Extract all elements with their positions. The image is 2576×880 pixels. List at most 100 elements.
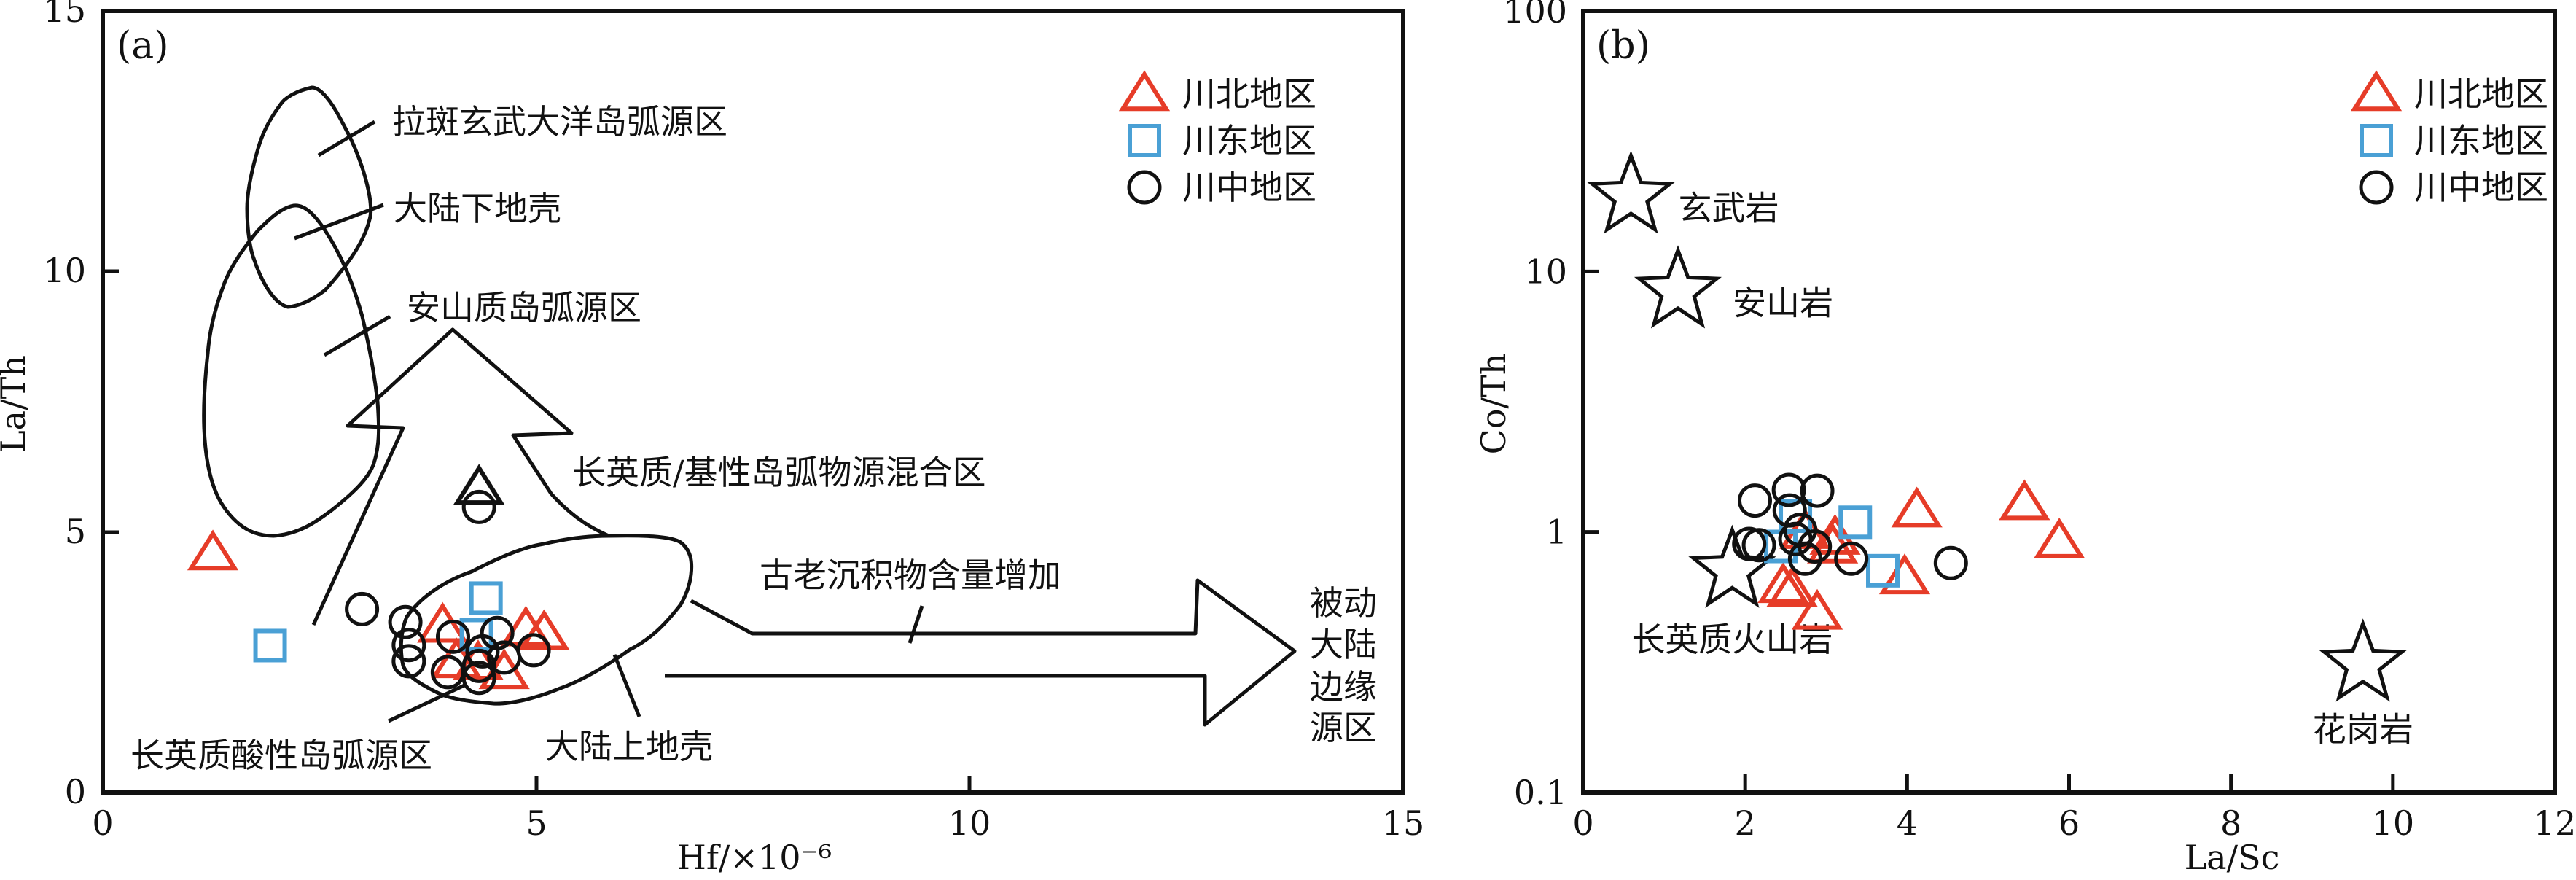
data-point-circle	[1800, 473, 1835, 508]
data-point-circle	[461, 489, 496, 524]
star-marker	[1688, 524, 1776, 608]
data-point-square	[253, 628, 287, 663]
panel-a: 0 5 10 15 0 5 10 15 Hf/×10⁻⁶ La/Th (a) 拉…	[0, 0, 1424, 877]
data-points-a	[187, 464, 570, 696]
leader-line	[323, 314, 391, 357]
x-axis-label: La/Sc	[2185, 838, 2280, 877]
data-point-circle	[1834, 541, 1869, 576]
plot-frame-a	[101, 9, 1405, 795]
reference-label: 玄武岩	[1679, 188, 1779, 227]
y-tick-label: 1	[1546, 513, 1567, 552]
leader-line	[317, 120, 376, 157]
sediment-arrow	[665, 578, 1297, 727]
star-marker	[1634, 245, 1722, 329]
legend-label: 川中地区	[2414, 168, 2548, 207]
legend-marker-circle	[1127, 170, 1162, 205]
y-tick-label: 10	[43, 251, 86, 290]
data-point-circle	[435, 619, 470, 654]
field-label-sediment: 古老沉积物含量增加	[760, 556, 1061, 595]
field-label-upper-crust: 大陆上地壳	[545, 727, 713, 766]
legend-label: 川北地区	[1182, 74, 1316, 114]
x-tick-label: 10	[2372, 803, 2415, 843]
data-points-b	[1732, 472, 2085, 630]
panel-label: (a)	[117, 24, 169, 68]
y-tick-label: 0	[65, 772, 86, 811]
x-tick-label: 12	[2534, 803, 2576, 843]
x-tick-label: 15	[1382, 803, 1425, 843]
x-tick-label: 5	[526, 803, 547, 843]
y-axis-label: Co/Th	[1474, 354, 1513, 455]
data-point-circle	[345, 591, 380, 626]
leader-line	[387, 683, 466, 723]
data-point-circle	[1771, 472, 1806, 507]
field-label-felsic: 长英质酸性岛弧源区	[130, 736, 432, 775]
data-point-circle	[516, 633, 551, 668]
field-label-passive: 源区	[1310, 708, 1377, 747]
legend-marker-square	[2360, 124, 2393, 157]
data-point-circle	[391, 644, 426, 679]
star-marker	[1587, 150, 1675, 234]
y-tick-label: 10	[1524, 252, 1567, 291]
data-point-square	[469, 581, 503, 615]
x-tick-label: 0	[1572, 803, 1593, 843]
y-tick-label: 15	[43, 0, 86, 30]
star-marker	[2319, 618, 2407, 702]
legend-marker-square	[1128, 124, 1161, 157]
plot-frame-b	[1581, 9, 2557, 795]
x-tick-label: 0	[92, 803, 113, 843]
data-point-circle	[1778, 521, 1813, 556]
field-mixing-arrow	[311, 327, 610, 626]
reference-label: 花岗岩	[2313, 709, 2413, 749]
x-tick-label: 8	[2220, 803, 2241, 843]
legend-marker-triangle	[2350, 70, 2403, 112]
data-point-circle	[1741, 528, 1776, 563]
field-label-andesitic: 安山质岛弧源区	[407, 288, 641, 327]
field-andesitic	[202, 203, 381, 538]
x-tick-label: 4	[1897, 803, 1918, 843]
field-label-tholeiite: 拉斑玄武大洋岛弧源区	[392, 102, 727, 141]
data-point-square	[1838, 505, 1873, 540]
legend-label: 川东地区	[2414, 121, 2548, 160]
field-tholeiite	[245, 85, 373, 309]
leader-line	[294, 203, 384, 241]
data-point-triangle	[2034, 517, 2085, 558]
legend-marker-triangle	[1118, 70, 1171, 112]
data-point-triangle	[417, 601, 469, 643]
data-point-square	[1866, 553, 1900, 588]
data-point-triangle	[187, 529, 239, 571]
field-upper-crust	[399, 534, 694, 706]
legend-label: 川北地区	[2414, 74, 2548, 114]
leader-line	[612, 654, 641, 717]
panel-label: (b)	[1596, 24, 1650, 68]
data-point-triangle	[1999, 479, 2050, 521]
legend-label: 川东地区	[1182, 121, 1316, 160]
data-point-circle	[1798, 529, 1833, 564]
data-point-triangle	[1878, 553, 1931, 595]
field-label-passive: 边缘	[1310, 667, 1377, 706]
field-label-passive: 大陆	[1310, 625, 1377, 664]
data-point-circle	[388, 604, 423, 639]
field-label-lower-crust: 大陆下地壳	[394, 189, 561, 228]
leader-line	[908, 605, 924, 644]
field-label-mixing: 长英质/基性岛弧物源混合区	[572, 453, 986, 492]
data-point-circle	[1737, 483, 1772, 518]
data-point-circle	[1933, 545, 1968, 580]
x-tick-label: 10	[948, 803, 991, 843]
data-point-triangle	[1766, 566, 1818, 607]
data-point-triangle	[1791, 588, 1843, 630]
y-tick-label: 0.1	[1514, 773, 1567, 812]
x-axis-label: Hf/×10⁻⁶	[677, 838, 832, 877]
data-point-triangle	[1757, 562, 1809, 604]
data-point-circle	[461, 661, 496, 696]
data-point-circle	[1787, 541, 1822, 576]
x-tick-label: 2	[1735, 803, 1756, 843]
y-axis-label: La/Th	[0, 355, 33, 453]
field-label-passive: 被动	[1310, 583, 1377, 623]
y-tick-label: 5	[65, 512, 86, 551]
data-point-triangle	[518, 609, 570, 650]
